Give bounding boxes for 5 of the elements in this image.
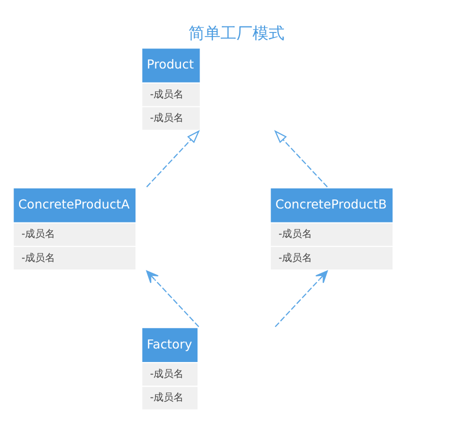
diagram-title: 简单工厂模式	[188, 23, 285, 42]
arrow	[274, 270, 328, 327]
arrow	[146, 270, 200, 327]
arrow	[146, 130, 200, 187]
arrow	[274, 130, 328, 187]
